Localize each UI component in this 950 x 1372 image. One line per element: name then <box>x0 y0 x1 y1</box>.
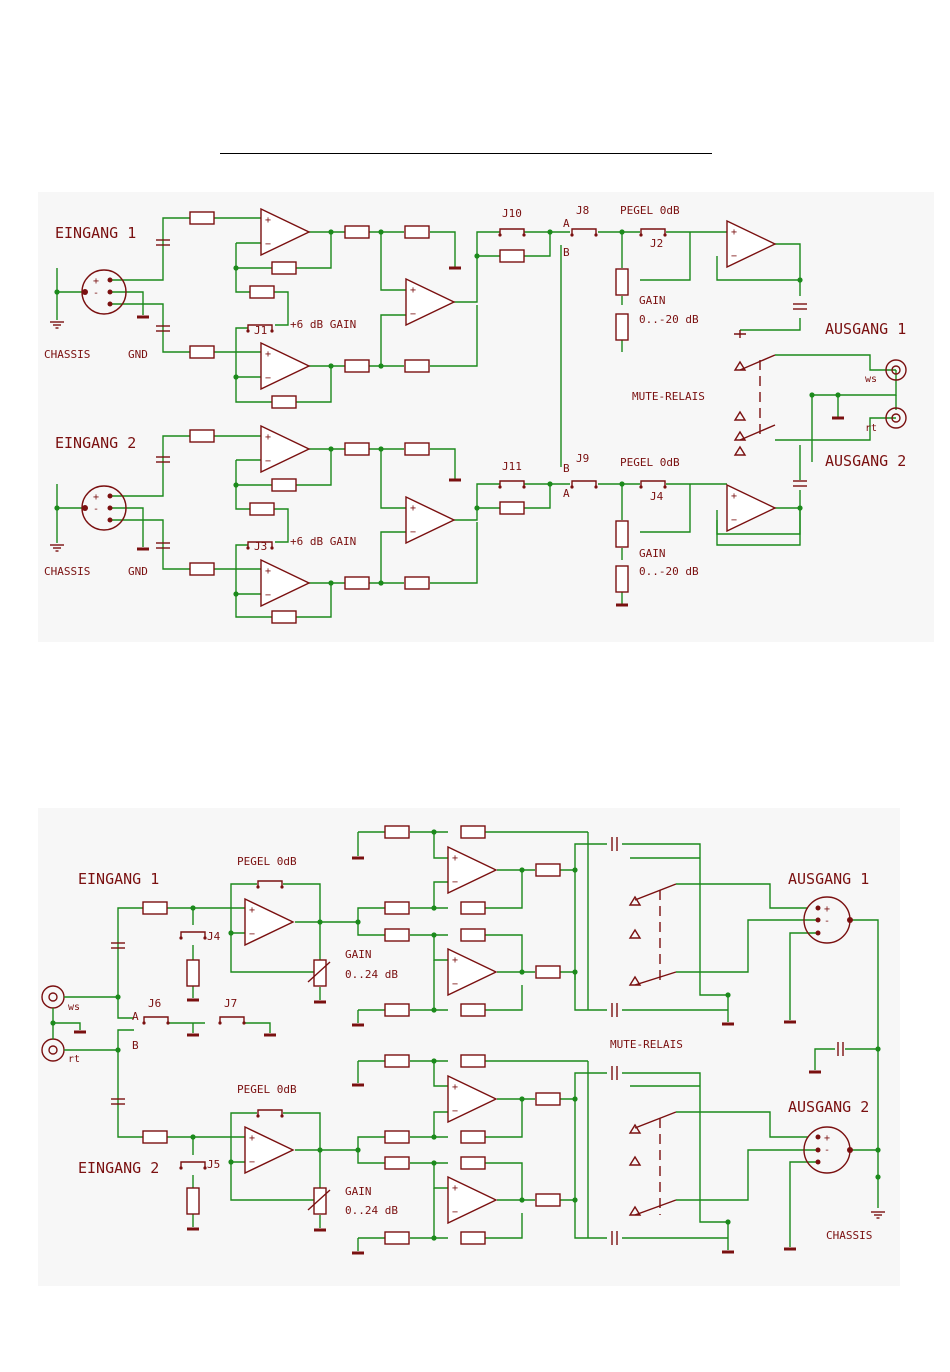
top-a2-label: A <box>563 487 570 500</box>
top-rt-label: rt <box>865 423 877 434</box>
bottom-schematic: +- +- EINGANG 1 EINGANG 2 PEGEL 0dB PEGE… <box>41 825 886 1255</box>
top-pegel-1-label: PEGEL 0dB <box>620 204 680 217</box>
bottom-j4-label: J4 <box>207 930 221 943</box>
bottom-a-label: A <box>132 1010 139 1023</box>
top-pegel-2-label: PEGEL 0dB <box>620 456 680 469</box>
bottom-gain-2-label: GAIN <box>345 1185 372 1198</box>
top-gain-range-2-label: 0..-20 dB <box>639 565 699 578</box>
top-gain-range-1-label: 0..-20 dB <box>639 313 699 326</box>
bottom-chassis-label: CHASSIS <box>826 1229 872 1242</box>
top-j2-label: J2 <box>650 237 663 250</box>
top-eingang-1-label: EINGANG 1 <box>55 224 136 242</box>
bottom-rt-label: rt <box>68 1054 80 1065</box>
bottom-ausgang-1-label: AUSGANG 1 <box>788 870 869 888</box>
top-gain-1-label: GAIN <box>639 294 666 307</box>
top-schematic-panel <box>38 192 934 642</box>
top-ws-label: ws <box>865 374 877 385</box>
svg-text:-: - <box>93 288 99 299</box>
bottom-b-label: B <box>132 1039 139 1052</box>
top-chassis-2-label: CHASSIS <box>44 565 90 578</box>
svg-text:-: - <box>824 916 830 927</box>
bottom-eingang-1-label: EINGANG 1 <box>78 870 159 888</box>
top-ausgang-1-label: AUSGANG 1 <box>825 320 906 338</box>
top-a1-label: A <box>563 217 570 230</box>
top-mute-relais-label: MUTE-RELAIS <box>632 390 705 403</box>
bottom-gain-1-label: GAIN <box>345 948 372 961</box>
top-j9-label: J9 <box>576 452 589 465</box>
top-gnd-1-label: GND <box>128 348 148 361</box>
svg-text:+: + <box>93 492 99 503</box>
bottom-gain-range-1-label: 0..24 dB <box>345 968 398 981</box>
top-j11-label: J11 <box>502 460 522 473</box>
bottom-j5-label: J5 <box>207 1158 220 1171</box>
bottom-pegel-2-label: PEGEL 0dB <box>237 1083 297 1096</box>
svg-text:-: - <box>93 504 99 515</box>
top-ausgang-2-label: AUSGANG 2 <box>825 452 906 470</box>
svg-text:+: + <box>824 1133 830 1144</box>
top-chassis-1-label: CHASSIS <box>44 348 90 361</box>
svg-text:+: + <box>824 904 830 915</box>
title-rule <box>220 153 712 154</box>
bottom-j7-label: J7 <box>224 997 237 1010</box>
top-j10-label: J10 <box>502 207 522 220</box>
bottom-mute-relais-label: MUTE-RELAIS <box>610 1038 683 1051</box>
svg-text:-: - <box>824 1145 830 1156</box>
top-gain6-2-label: +6 dB GAIN <box>290 535 356 548</box>
top-j8-label: J8 <box>576 204 589 217</box>
bottom-ausgang-2-label: AUSGANG 2 <box>788 1098 869 1116</box>
top-j3-label: J3 <box>254 540 267 553</box>
top-gain6-1-label: +6 dB GAIN <box>290 318 356 331</box>
bottom-eingang-2-label: EINGANG 2 <box>78 1159 159 1177</box>
top-schematic: +- +- <box>44 204 907 624</box>
bottom-gain-range-2-label: 0..24 dB <box>345 1204 398 1217</box>
top-j4-label: J4 <box>650 490 664 503</box>
top-b1-label: B <box>563 246 570 259</box>
bottom-ws-label: ws <box>68 1002 80 1013</box>
top-j1-label: J1 <box>254 324 267 337</box>
top-eingang-2-label: EINGANG 2 <box>55 434 136 452</box>
top-gnd-2-label: GND <box>128 565 148 578</box>
svg-text:+: + <box>93 276 99 287</box>
top-gain-2-label: GAIN <box>639 547 666 560</box>
bottom-pegel-1-label: PEGEL 0dB <box>237 855 297 868</box>
top-b2-label: B <box>563 462 570 475</box>
bottom-j6-label: J6 <box>148 997 161 1010</box>
